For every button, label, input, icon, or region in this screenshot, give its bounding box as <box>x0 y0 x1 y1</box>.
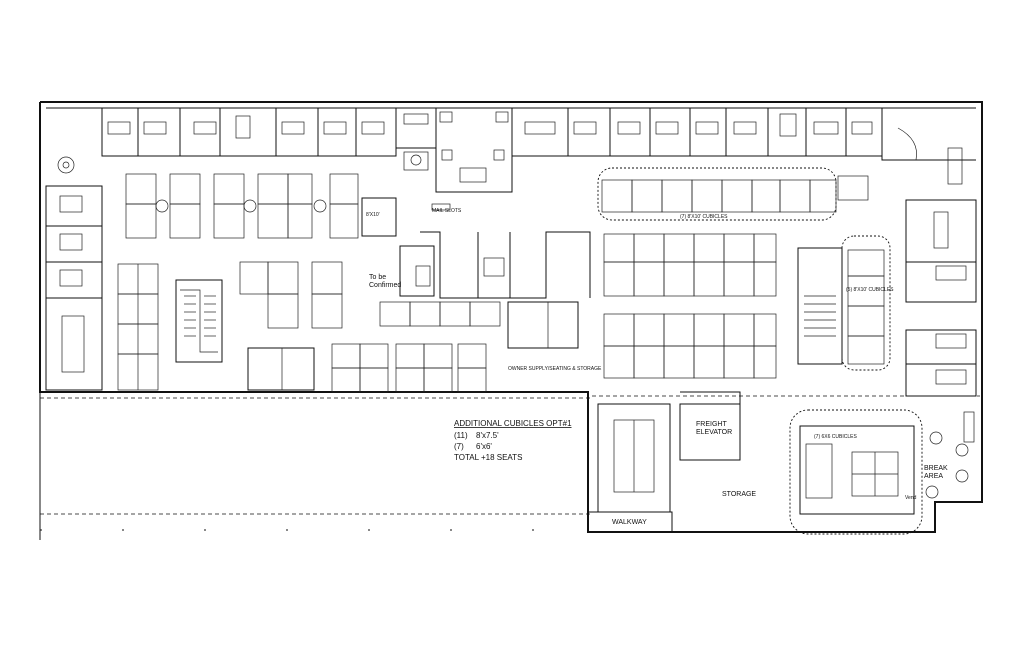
cubicle-cluster-left-top <box>125 173 359 239</box>
cubicle-cluster-center <box>247 301 579 393</box>
lower-wing <box>588 391 980 535</box>
label-cubicles-top: (7) 8'X10' CUBICLES <box>680 214 728 220</box>
notes-line1-count: (11) <box>454 431 468 440</box>
label-break-area: BREAK <box>924 465 948 472</box>
label-owner-supply: OWNER SUPPLY/SEATING & STORAGE <box>508 366 602 372</box>
label-freight-elevator-2: ELEVATOR <box>696 429 732 436</box>
restroom-core <box>399 231 591 299</box>
left-offices <box>45 156 103 391</box>
notes-line2-count: (7) <box>454 442 464 451</box>
label-break-area-2: AREA <box>924 473 943 480</box>
stairs-left <box>175 279 223 363</box>
notes-total: TOTAL +18 SEATS <box>454 453 522 462</box>
label-mail-slots: MAIL SLOTS <box>432 208 462 214</box>
cubicle-grid-right <box>603 233 777 379</box>
notes-title: ADDITIONAL CUBICLES OPT#1 <box>454 419 572 428</box>
stairs-right <box>797 247 843 365</box>
label-cubicles-bottom: (7) 6X6 CUBICLES <box>814 434 857 440</box>
label-storage: STORAGE <box>722 491 756 498</box>
label-vend: Vend <box>905 495 917 501</box>
right-offices <box>837 108 977 397</box>
notes-line1-size: 8'x7.5' <box>476 431 499 440</box>
label-freight-elevator: FREIGHT <box>696 421 727 428</box>
label-cubicles-right: (5) 8'X10' CUBICLES <box>846 287 894 293</box>
notes-block: ADDITIONAL CUBICLES OPT#1 (11) 8'x7.5' (… <box>454 419 572 462</box>
box-8x10 <box>361 197 397 237</box>
top-offices <box>101 107 883 157</box>
label-walkway: WALKWAY <box>612 519 647 526</box>
notes-line2-size: 6'x6' <box>476 442 492 451</box>
cubicle-cluster-left-mid <box>117 261 343 391</box>
column-markers <box>40 397 590 515</box>
cloud-cubicles-top <box>597 167 837 221</box>
exterior-walls <box>39 101 983 540</box>
label-to-be-confirmed-2: Confirmed <box>369 282 401 289</box>
label-8x10: 8'X10' <box>366 212 380 218</box>
room-labels: To be Confirmed FREIGHT ELEVATOR STORAGE… <box>366 208 948 526</box>
reception <box>403 108 513 211</box>
label-to-be-confirmed: To be <box>369 274 386 281</box>
cloud-cubicles-right <box>841 235 891 371</box>
